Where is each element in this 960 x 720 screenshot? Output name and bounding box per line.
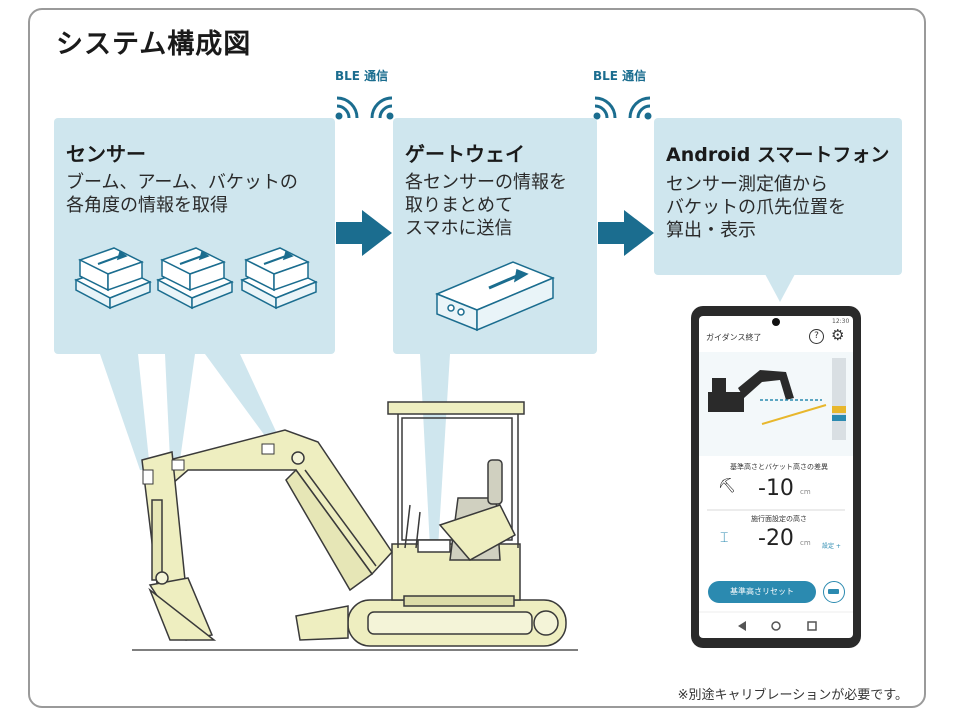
level-indicator	[832, 358, 846, 440]
smartphone-heading: Android スマートフォン	[666, 144, 890, 166]
phone-header-label: ガイダンス終了	[706, 333, 762, 342]
sensor-description: ブーム、アーム、バケットの 各角度の情報を取得	[66, 172, 298, 216]
smartphone-description: センサー測定値から バケットの爪先位置を 算出・表示	[666, 174, 846, 241]
arrow-sensor-gateway	[336, 210, 392, 256]
sensor-heading: センサー	[66, 142, 146, 166]
panel2-unit: cm	[800, 539, 811, 547]
panel1-value: -10	[758, 476, 794, 501]
diagram-title: システム構成図	[56, 29, 252, 60]
surface-height-icon: ⌶	[720, 530, 729, 546]
excavator-illustration	[141, 401, 567, 647]
panel2-label: 施行面設定の高さ	[751, 515, 807, 523]
sensor-devices-graphic	[74, 247, 318, 310]
bucket-height-icon: ⛏	[718, 478, 736, 494]
smartphone-box: Android スマートフォン センサー測定値から バケットの爪先位置を 算出・…	[654, 118, 902, 275]
ble-label: BLE 通信	[593, 69, 647, 83]
ble-signal-icon	[335, 96, 359, 120]
phone-status-time: 12:30	[832, 318, 850, 325]
panel1-label: 基準高さとバケット高さの差異	[730, 463, 828, 471]
sensor-beam	[205, 354, 280, 440]
reset-baseline-button[interactable]: 基準高さリセット	[708, 581, 816, 603]
panel1-unit: cm	[800, 488, 811, 496]
phone-pointer	[765, 274, 795, 302]
panel2-value: -20	[758, 526, 794, 551]
sensor-beam	[100, 354, 150, 470]
ble-signal-icon	[628, 96, 652, 120]
ble-label: BLE 通信	[335, 69, 389, 83]
gateway-box: ゲートウェイ 各センサーの情報を 取りまとめて スマホに送信	[393, 118, 597, 354]
gateway-beam	[420, 354, 450, 548]
ble-signal-icon	[370, 96, 394, 120]
battery-icon	[823, 581, 845, 603]
arrow-gateway-phone	[598, 210, 654, 256]
ble-signal-icon	[593, 96, 617, 120]
sensor-beam	[165, 354, 195, 460]
panel2-settings-link[interactable]: 設定 +	[822, 543, 841, 550]
footnote: ※別途キャリブレーションが必要です。	[677, 688, 908, 703]
phone-excavator-graphic	[708, 370, 794, 412]
sensor-device-icon	[240, 247, 318, 310]
help-icon[interactable]: ?	[809, 329, 824, 344]
gateway-description: 各センサーの情報を 取りまとめて スマホに送信	[405, 172, 567, 239]
sensor-box: センサー ブーム、アーム、バケットの 各角度の情報を取得	[54, 118, 335, 354]
sensor-device-icon	[156, 247, 234, 310]
gateway-device-icon	[435, 261, 555, 332]
gear-icon[interactable]: ⚙	[831, 326, 845, 344]
sensor-device-icon	[74, 247, 152, 310]
gateway-heading: ゲートウェイ	[405, 142, 525, 166]
